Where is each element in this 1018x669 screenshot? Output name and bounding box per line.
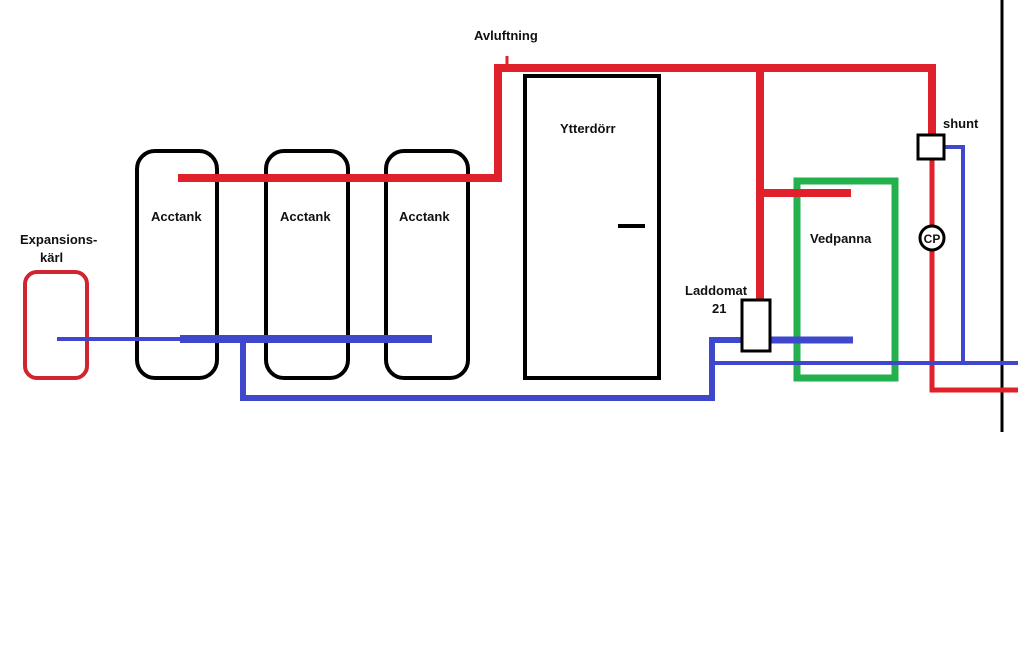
shunt-return-pipe xyxy=(944,145,965,363)
shunt-valve xyxy=(916,133,946,161)
label-vedpanna: Vedpanna xyxy=(810,231,872,246)
label-acctank-2: Acctank xyxy=(280,209,331,224)
acctank-2 xyxy=(264,149,350,380)
acctank-3 xyxy=(384,149,470,380)
wood-boiler xyxy=(793,177,899,382)
label-acctank-3: Acctank xyxy=(399,209,450,224)
circulation-pump xyxy=(918,224,946,252)
label-expansion-2: kärl xyxy=(40,250,63,265)
label-shunt: shunt xyxy=(943,116,979,131)
label-ytterdorr: Ytterdörr xyxy=(560,121,616,136)
cold-pipes xyxy=(57,145,1018,401)
cold-return-pipe xyxy=(240,337,742,401)
label-laddomat-1: Laddomat xyxy=(685,283,748,298)
expansion-vessel xyxy=(23,270,89,380)
acctank-1 xyxy=(135,149,219,380)
label-acctank-1: Acctank xyxy=(151,209,202,224)
label-avluftning: Avluftning xyxy=(474,28,538,43)
label-laddomat-2: 21 xyxy=(712,301,726,316)
hot-main-pipe xyxy=(178,64,936,182)
laddomat-unit xyxy=(740,298,772,353)
hot-pipes xyxy=(178,56,1018,393)
outer-door xyxy=(523,74,661,380)
label-cp: CP xyxy=(924,232,941,246)
hot-out-pipe xyxy=(929,160,1018,393)
label-expansion-1: Expansions- xyxy=(20,232,97,247)
